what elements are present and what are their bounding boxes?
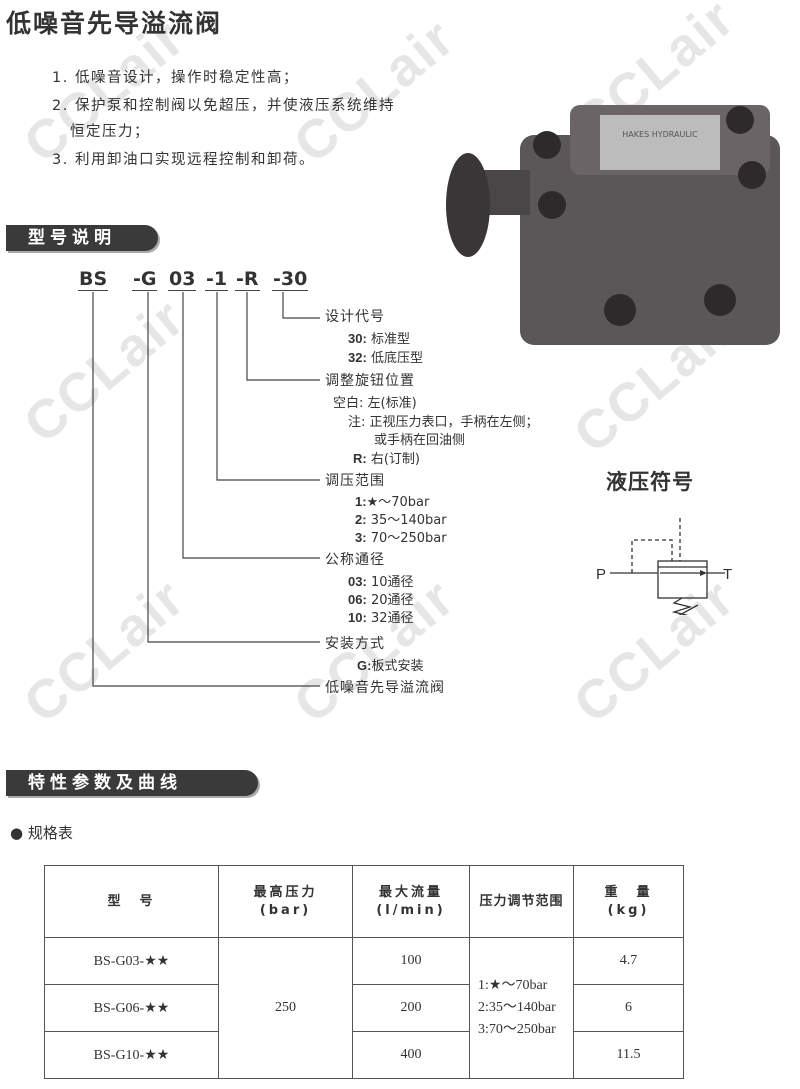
label-pressure-range: 调压范围 (325, 473, 385, 489)
option: 06: 20通径 (348, 592, 414, 608)
th-weight: 重 量(kg) (573, 865, 684, 938)
section-header-model: 型号说明 (6, 225, 158, 251)
option: 30: 标准型 (348, 331, 410, 347)
option: 32: 低底压型 (348, 350, 423, 366)
symbol-title: 液压符号 (606, 470, 694, 494)
cell-weight: 6 (573, 984, 684, 1032)
cell-model: BS-G10-★★ (44, 1031, 219, 1079)
port-p: P (596, 566, 606, 583)
code-design: -30 (272, 268, 309, 291)
hydraulic-symbol: P T (596, 518, 732, 615)
label-design-code: 设计代号 (325, 309, 385, 325)
cell-flow: 400 (352, 1031, 470, 1079)
cell-max-pressure: 250 (218, 937, 353, 1079)
label-knob-position: 调整旋钮位置 (325, 373, 415, 389)
option: 空白: 左(标准) (333, 396, 417, 411)
code-series: BS (78, 268, 109, 291)
product-photo: HAKES HYDRAULIC (446, 105, 780, 345)
spec-label-text: 规格表 (27, 824, 73, 842)
code-size: 03 (168, 268, 197, 291)
code-leader-lines (92, 292, 320, 687)
code-pressure: -1 (205, 268, 229, 291)
option: 10: 32通径 (348, 610, 414, 626)
option: 2: 35～140bar (355, 512, 447, 528)
option: 03: 10通径 (348, 574, 414, 590)
option: 1:★～70bar (355, 494, 430, 510)
note: 或手柄在回油侧 (374, 433, 466, 448)
option: G:板式安装 (357, 658, 424, 674)
cell-flow: 100 (352, 937, 470, 985)
label-series: 低噪音先导溢流阀 (325, 680, 445, 696)
spec-label: ● 规格表 (10, 824, 73, 842)
th-max-pressure: 最高压力(bar) (218, 865, 353, 938)
cell-weight: 4.7 (573, 937, 684, 985)
note: 注: 正视压力表口，手柄在左侧； (348, 415, 539, 430)
cell-model: BS-G03-★★ (44, 937, 219, 985)
cell-weight: 11.5 (573, 1031, 684, 1079)
feature-2: 2. 保护泵和控制阀以免超压，并使液压系统维持 (52, 98, 395, 114)
code-knob: -R (235, 268, 260, 291)
option: R: 右(订制) (353, 451, 421, 467)
th-model: 型 号 (44, 865, 219, 938)
label-mounting: 安装方式 (325, 636, 385, 652)
feature-3: 3. 利用卸油口实现远程控制和卸荷。 (52, 152, 315, 168)
product-label: HAKES HYDRAULIC (622, 130, 698, 139)
feature-1: 1. 低噪音设计，操作时稳定性高； (52, 70, 299, 86)
option: 3: 70～250bar (355, 530, 447, 546)
cell-model: BS-G06-★★ (44, 984, 219, 1032)
code-mount: -G (132, 268, 158, 291)
section-header-spec: 特性参数及曲线 (6, 770, 258, 796)
table-row: BS-G06-★★ 200 6 (44, 984, 684, 1032)
port-t: T (723, 566, 732, 583)
label-nominal-size: 公称通径 (325, 552, 385, 568)
feature-2-cont: 恒定压力； (70, 124, 150, 140)
table-row: BS-G10-★★ 400 11.5 (44, 1031, 684, 1079)
spec-table: 型 号 最高压力(bar) 最大流量(l/min) 压力调节范围 重 量(kg)… (44, 865, 684, 1079)
th-range: 压力调节范围 (469, 865, 574, 938)
table-header-row: 型 号 最高压力(bar) 最大流量(l/min) 压力调节范围 重 量(kg) (44, 865, 684, 938)
th-max-flow: 最大流量(l/min) (352, 865, 470, 938)
page-title: 低噪音先导溢流阀 (6, 9, 223, 38)
cell-flow: 200 (352, 984, 470, 1032)
